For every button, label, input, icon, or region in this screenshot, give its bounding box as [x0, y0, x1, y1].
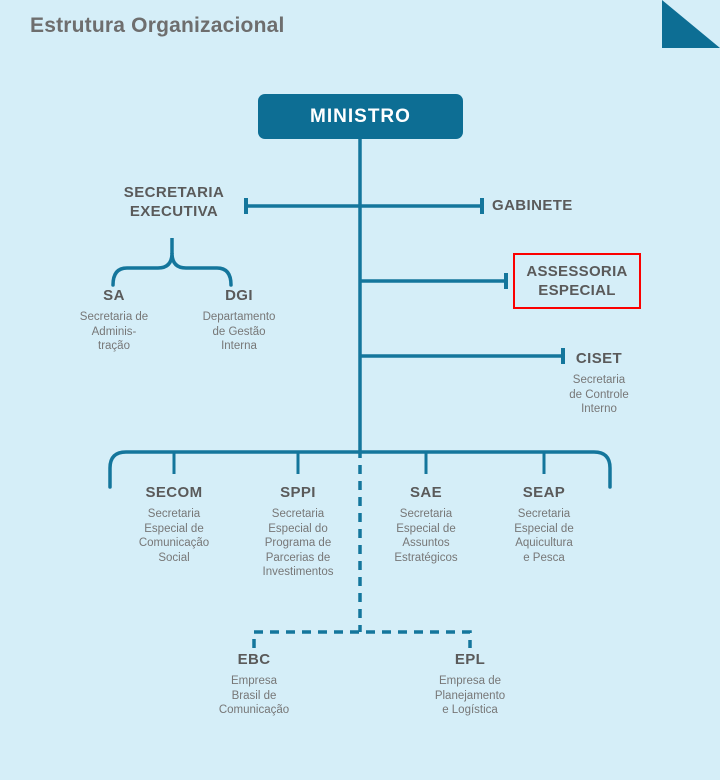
- node-ebc-description: Empresa Brasil de Comunicação: [218, 675, 290, 716]
- node-ebc-code: EBC: [237, 651, 271, 668]
- node-ministro-label: MINISTRO: [310, 105, 411, 127]
- node-sae-description: Secretaria Especial de Assuntos Estratég…: [394, 508, 458, 564]
- corner-accent-triangle: [662, 0, 720, 48]
- node-sa-description: Secretaria de Adminis- tração: [79, 311, 149, 352]
- node-dgi-description: Departamento de Gestão Interna: [202, 311, 276, 352]
- node-ciset-code: CISET: [575, 350, 623, 367]
- node-ciset-description: Secretaria de Controle Interno: [569, 374, 629, 415]
- node-seap-description: Secretaria Especial de Aquicultura e Pes…: [514, 508, 574, 564]
- node-secretaria-executiva-code: SECRETARIA EXECUTIVA: [123, 184, 225, 220]
- node-secom-code: SECOM: [145, 484, 203, 501]
- node-epl-code: EPL: [454, 651, 486, 668]
- node-sae-code: SAE: [409, 484, 443, 501]
- node-sppi-description: Secretaria Especial do Programa de Parce…: [262, 508, 334, 578]
- node-seap[interactable]: SEAP Secretaria Especial de Aquicultura …: [488, 483, 600, 565]
- node-gabinete[interactable]: GABINETE: [492, 196, 662, 215]
- node-assessoria-especial-code: ASSESSORIA ESPECIAL: [526, 263, 628, 299]
- node-sa-code: SA: [103, 287, 125, 304]
- page-title: Estrutura Organizacional: [30, 14, 285, 37]
- node-sa[interactable]: SA Secretaria de Adminis- tração: [58, 286, 170, 354]
- node-dgi[interactable]: DGI Departamento de Gestão Interna: [182, 286, 296, 354]
- entity-dashed-bracket: [252, 630, 472, 648]
- node-dgi-code: DGI: [225, 287, 253, 304]
- node-seap-code: SEAP: [522, 484, 566, 501]
- node-assessoria-especial[interactable]: ASSESSORIA ESPECIAL: [513, 253, 641, 309]
- node-sppi-code: SPPI: [280, 484, 316, 501]
- node-epl-description: Empresa de Planejamento e Logística: [434, 675, 506, 716]
- node-secom-description: Secretaria Especial de Comunicação Socia…: [138, 508, 210, 564]
- node-epl[interactable]: EPL Empresa de Planejamento e Logística: [414, 650, 526, 718]
- node-ebc[interactable]: EBC Empresa Brasil de Comunicação: [198, 650, 310, 718]
- secretaria-executiva-brace: [111, 252, 233, 287]
- node-sae[interactable]: SAE Secretaria Especial de Assuntos Estr…: [370, 483, 482, 565]
- node-gabinete-code: GABINETE: [492, 197, 573, 214]
- node-secretaria-executiva[interactable]: SECRETARIA EXECUTIVA: [100, 183, 248, 221]
- branch-bracket: [108, 450, 612, 489]
- node-ciset[interactable]: CISET Secretaria de Controle Interno: [540, 349, 658, 417]
- node-secom[interactable]: SECOM Secretaria Especial de Comunicação…: [118, 483, 230, 565]
- node-sppi[interactable]: SPPI Secretaria Especial do Programa de …: [242, 483, 354, 580]
- node-ministro[interactable]: MINISTRO: [258, 94, 463, 139]
